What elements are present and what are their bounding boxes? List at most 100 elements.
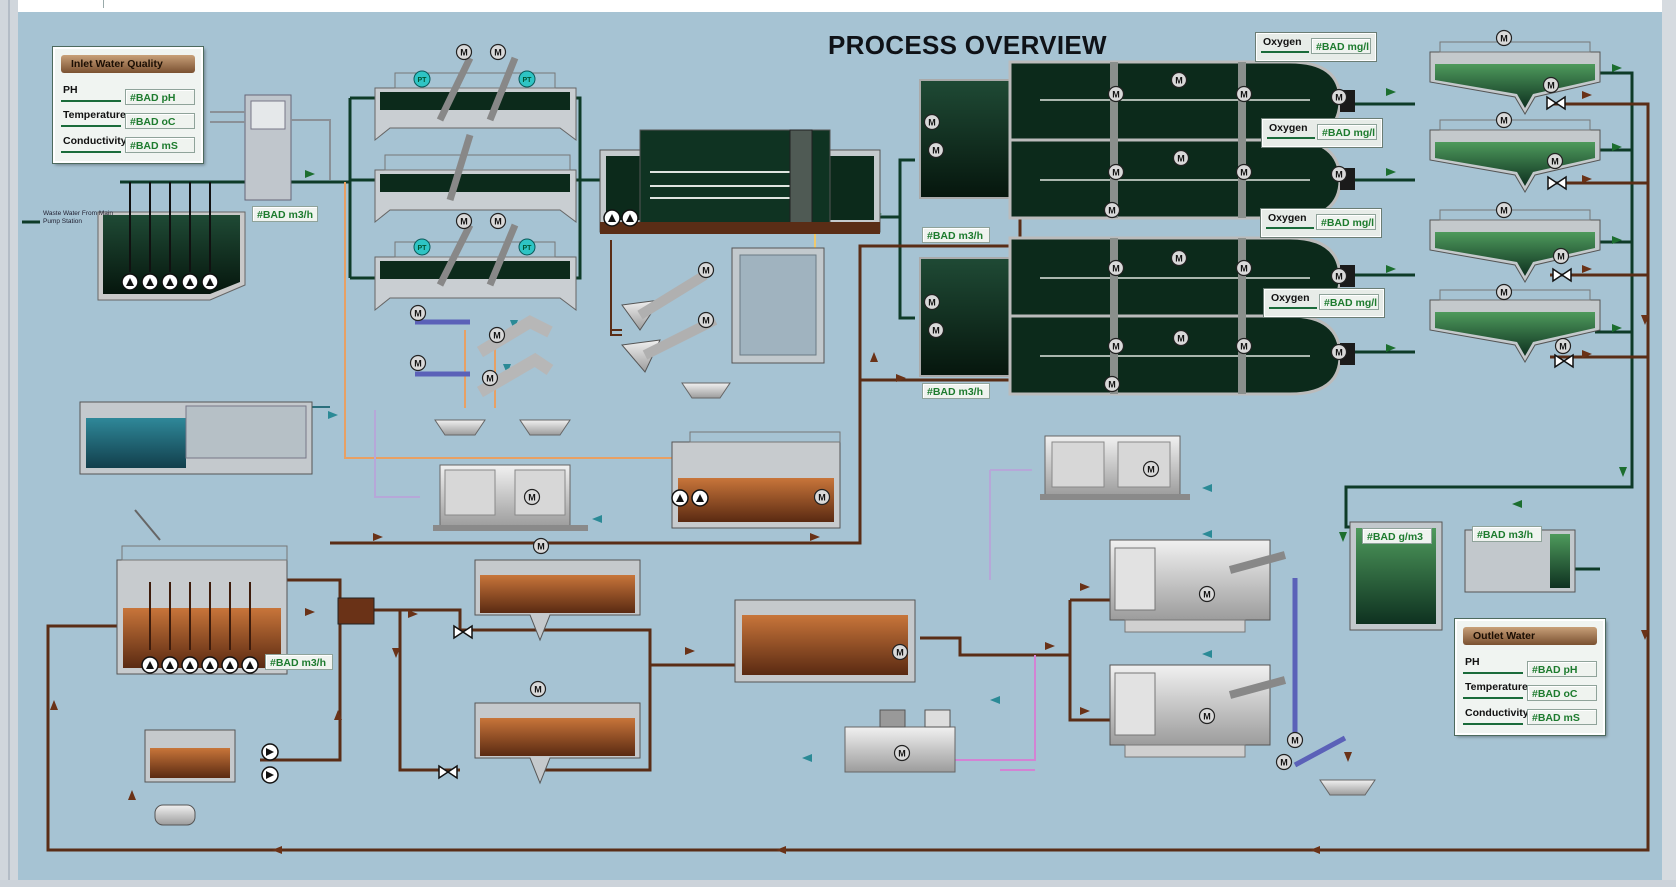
motor-icon[interactable]: M: [697, 311, 715, 329]
valve-icon[interactable]: [438, 764, 458, 780]
svg-text:M: M: [1203, 590, 1211, 600]
motor-icon[interactable]: M: [1546, 152, 1564, 170]
svg-text:M: M: [702, 316, 710, 326]
pressure-sensor-icon[interactable]: PT: [413, 238, 431, 256]
pump-icon[interactable]: [141, 656, 159, 674]
motor-icon[interactable]: M: [1542, 76, 1560, 94]
motor-icon[interactable]: M: [455, 212, 473, 230]
motor-icon[interactable]: M: [1235, 337, 1253, 355]
arrow-s11: [373, 533, 383, 541]
oxygen-label: Oxygen: [1269, 122, 1308, 134]
feed-pump-icon[interactable]: [261, 766, 279, 784]
motor-icon[interactable]: M: [455, 43, 473, 61]
motor-icon[interactable]: M: [1103, 375, 1121, 393]
outlet-temp-value: #BAD oC: [1527, 685, 1597, 701]
pressure-sensor-icon[interactable]: PT: [413, 70, 431, 88]
screen-mid: [374, 133, 577, 224]
motor-icon[interactable]: M: [1552, 247, 1570, 265]
motor-icon[interactable]: M: [1495, 283, 1513, 301]
motor-icon[interactable]: M: [489, 43, 507, 61]
pump-icon[interactable]: [181, 656, 199, 674]
motor-icon[interactable]: M: [1330, 267, 1348, 285]
feed-pump-icon[interactable]: [261, 743, 279, 761]
motor-icon[interactable]: M: [1107, 259, 1125, 277]
sludge-valve-box[interactable]: [337, 597, 375, 625]
pump-icon[interactable]: [201, 656, 219, 674]
valve-icon[interactable]: [453, 624, 473, 640]
motor-icon[interactable]: M: [1495, 201, 1513, 219]
pump-icon[interactable]: [241, 656, 259, 674]
oxygen-label: Oxygen: [1263, 36, 1302, 48]
pump-icon[interactable]: [691, 489, 709, 507]
outlet-flow-value: #BAD m3/h: [1472, 526, 1542, 542]
svg-text:M: M: [1112, 342, 1120, 352]
motor-icon[interactable]: M: [813, 488, 831, 506]
svg-text:M: M: [932, 326, 940, 336]
motor-icon[interactable]: M: [1286, 731, 1304, 749]
pump-icon[interactable]: [621, 209, 639, 227]
motor-icon[interactable]: M: [1495, 29, 1513, 47]
motor-icon[interactable]: M: [1330, 165, 1348, 183]
motor-icon[interactable]: M: [927, 141, 945, 159]
motor-icon[interactable]: M: [1554, 337, 1572, 355]
motor-icon[interactable]: M: [488, 326, 506, 344]
arrow-t5: [990, 696, 1000, 704]
pump-icon[interactable]: [121, 273, 139, 291]
motor-icon[interactable]: M: [1495, 111, 1513, 129]
arrow-down-1: [1619, 467, 1627, 477]
motor-icon[interactable]: M: [409, 354, 427, 372]
outlet-panel-header: Outlet Water: [1463, 627, 1597, 645]
motor-icon[interactable]: M: [697, 261, 715, 279]
sludge-tank-left: [116, 509, 288, 675]
valve-icon[interactable]: [1547, 175, 1567, 191]
motor-icon[interactable]: M: [1198, 585, 1216, 603]
motor-icon[interactable]: M: [1107, 337, 1125, 355]
vertical-scrollbar[interactable]: [1662, 0, 1676, 887]
dewatering-units: [1109, 539, 1376, 796]
motor-icon[interactable]: M: [1107, 85, 1125, 103]
outlet-ph-value: #BAD pH: [1527, 661, 1597, 677]
motor-icon[interactable]: M: [523, 488, 541, 506]
motor-icon[interactable]: M: [1172, 149, 1190, 167]
motor-icon[interactable]: M: [1142, 460, 1160, 478]
valve-icon[interactable]: [1554, 353, 1574, 369]
pressure-sensor-icon[interactable]: PT: [518, 70, 536, 88]
screen-bottom: [374, 223, 577, 312]
motor-icon[interactable]: M: [1235, 85, 1253, 103]
motor-icon[interactable]: M: [1172, 329, 1190, 347]
motor-icon[interactable]: M: [1235, 163, 1253, 181]
motor-icon[interactable]: M: [1103, 201, 1121, 219]
motor-icon[interactable]: M: [489, 212, 507, 230]
pump-icon[interactable]: [671, 489, 689, 507]
polymer-unit: [844, 709, 956, 773]
pump-icon[interactable]: [181, 273, 199, 291]
motor-icon[interactable]: M: [409, 304, 427, 322]
pressure-sensor-icon[interactable]: PT: [518, 238, 536, 256]
motor-icon[interactable]: M: [532, 537, 550, 555]
pump-icon[interactable]: [221, 656, 239, 674]
motor-icon[interactable]: M: [923, 113, 941, 131]
motor-icon[interactable]: M: [1170, 249, 1188, 267]
pump-icon[interactable]: [201, 273, 219, 291]
motor-icon[interactable]: M: [1107, 163, 1125, 181]
motor-icon[interactable]: M: [1275, 753, 1293, 771]
motor-icon[interactable]: M: [927, 321, 945, 339]
clarifiers: [1429, 41, 1601, 363]
motor-icon[interactable]: M: [1198, 707, 1216, 725]
pump-icon[interactable]: [603, 209, 621, 227]
motor-icon[interactable]: M: [891, 643, 909, 661]
valve-icon[interactable]: [1546, 95, 1566, 111]
pump-icon[interactable]: [161, 656, 179, 674]
motor-icon[interactable]: M: [1330, 343, 1348, 361]
valve-icon[interactable]: [1552, 267, 1572, 283]
motor-icon[interactable]: M: [893, 744, 911, 762]
motor-icon[interactable]: M: [1330, 88, 1348, 106]
motor-icon[interactable]: M: [1170, 71, 1188, 89]
motor-icon[interactable]: M: [1235, 259, 1253, 277]
pump-icon[interactable]: [141, 273, 159, 291]
motor-icon[interactable]: M: [923, 293, 941, 311]
motor-icon[interactable]: M: [529, 680, 547, 698]
pump-icon[interactable]: [161, 273, 179, 291]
motor-icon[interactable]: M: [481, 369, 499, 387]
arrow-s10: [50, 700, 58, 710]
